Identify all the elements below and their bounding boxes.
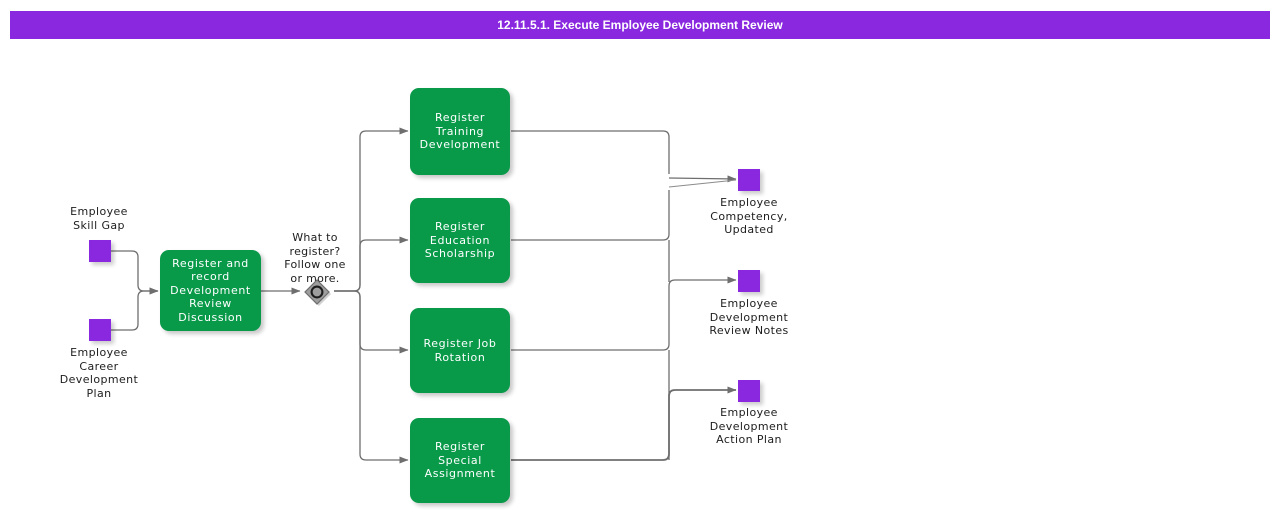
label-gateway-what-to-register: What to register? Follow one or more.	[284, 231, 346, 285]
task-register-special-assignment[interactable]: Register Special Assignment	[410, 418, 510, 503]
wire-gateway-to-job-rotation	[334, 290, 409, 354]
page-title: 12.11.5.1. Execute Employee Development …	[497, 18, 783, 32]
task-label: Register Special Assignment	[424, 440, 496, 481]
label-employee-development-action-plan: Employee Development Action Plan	[709, 406, 789, 446]
inclusive-gateway-icon[interactable]	[302, 277, 332, 307]
wire-gateway-to-special-assignment	[334, 290, 409, 464]
artifact-employee-career-development-plan[interactable]	[89, 319, 111, 341]
wire-collector-to-competency	[668, 175, 737, 183]
wire-training-to-collector	[511, 130, 670, 174]
wire-skill-gap-to-task1	[111, 250, 159, 295]
artifact-employee-development-review-notes[interactable]	[738, 270, 760, 292]
label-employee-career-development-plan: Employee Career Development Plan	[59, 346, 139, 400]
label-employee-development-review-notes: Employee Development Review Notes	[709, 297, 789, 337]
artifact-employee-skill-gap[interactable]	[89, 240, 111, 262]
task-label: Register Training Development	[419, 111, 501, 152]
task-register-education-scholarship[interactable]: Register Education Scholarship	[410, 198, 510, 283]
wire-collector-to-competency-2	[668, 179, 737, 188]
task-label: Register Education Scholarship	[424, 220, 496, 261]
wire-education-to-collector	[511, 190, 670, 241]
task-label: Register and record Development Review D…	[170, 256, 251, 324]
task-label: Register Job Rotation	[423, 337, 497, 364]
wire-career-plan-to-task1	[111, 287, 159, 331]
artifact-employee-development-action-plan[interactable]	[738, 380, 760, 402]
task-register-job-rotation[interactable]: Register Job Rotation	[410, 308, 510, 393]
label-employee-competency-updated: Employee Competency, Updated	[710, 196, 788, 236]
artifact-employee-competency-updated[interactable]	[738, 169, 760, 191]
task-register-training-development[interactable]: Register Training Development	[410, 88, 510, 175]
task-register-and-record-development-review-discussion[interactable]: Register and record Development Review D…	[160, 250, 261, 331]
label-employee-skill-gap: Employee Skill Gap	[70, 205, 128, 232]
page-title-bar: 12.11.5.1. Execute Employee Development …	[10, 11, 1270, 39]
